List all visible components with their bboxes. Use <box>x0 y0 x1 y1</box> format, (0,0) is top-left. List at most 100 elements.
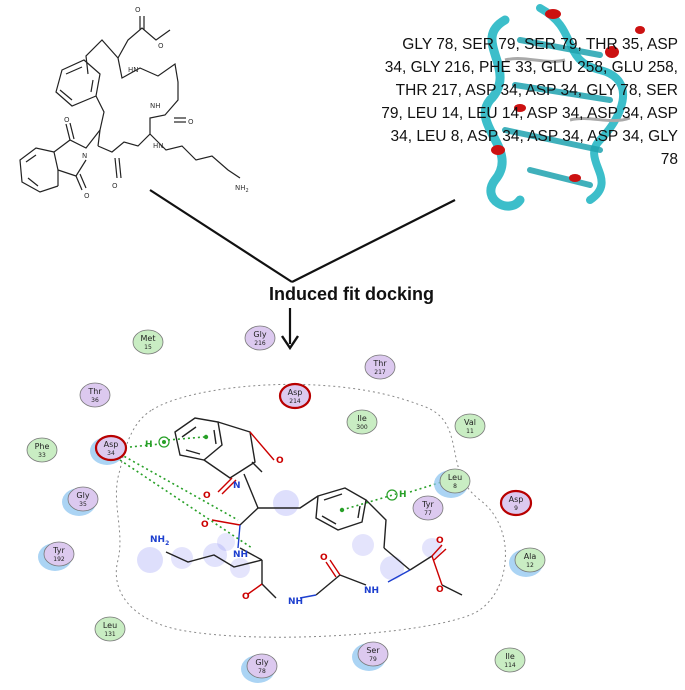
ligand-2d-o-label: O <box>64 116 70 124</box>
residue-number: 192 <box>53 556 65 563</box>
residue-name: Ile <box>357 414 367 423</box>
solvent-exposure-halos <box>137 490 442 580</box>
ligand-2d-o-label: O <box>112 182 118 190</box>
ligand-2d-nh-label: HN <box>128 66 139 74</box>
binding-pocket-outline <box>115 383 506 638</box>
residue-number: 36 <box>91 397 99 404</box>
residue-name: Tyr <box>52 546 65 555</box>
ligand-2d-amine-sub: 2 <box>246 188 249 194</box>
carbonyl-o-label: O <box>201 520 209 530</box>
residue-number: 34 <box>107 450 115 457</box>
residue-name: Leu <box>103 621 117 630</box>
residue-disc <box>43 541 75 567</box>
ligand-structure-2d <box>19 16 241 193</box>
residue-number: 33 <box>38 452 46 459</box>
ligand-2d-nh-label: HN <box>153 142 164 150</box>
residue-disc <box>94 616 126 642</box>
residue-disc <box>26 437 58 463</box>
residue-name: Gly <box>253 330 266 339</box>
residue-name: Ile <box>505 652 515 661</box>
ligand-2d-o-label: O <box>158 42 164 50</box>
residue-name: Thr <box>372 359 387 368</box>
residue-number: 15 <box>144 344 152 351</box>
method-label: Induced fit docking <box>269 284 434 304</box>
residue-number: 35 <box>79 501 87 508</box>
residue-number: 9 <box>514 505 518 512</box>
ligand-interaction-structure <box>165 417 463 599</box>
residue-name: Gly <box>255 658 268 667</box>
carbonyl-o-label: O <box>320 553 328 563</box>
residue-disc <box>346 409 378 435</box>
residue-number: 78 <box>258 668 266 675</box>
residue-name: Val <box>464 418 476 427</box>
ligand-2d-amine-label: NH <box>235 184 246 192</box>
ligand-2d-n-label: N <box>82 152 87 160</box>
residue-name: Leu <box>448 473 462 482</box>
atom-labels: NH2 NH N NH NH O O O O O O O <box>150 456 444 607</box>
residue-disc <box>412 495 444 521</box>
protein-ribbon <box>480 4 645 211</box>
carbonyl-o-label: O <box>242 592 250 602</box>
ligand-2d-nh-label: NH <box>150 102 161 110</box>
residue-name: Asp <box>104 440 119 449</box>
hydrogen-label: H <box>145 440 153 450</box>
residue-number: 12 <box>526 562 534 569</box>
residue-disc <box>67 486 99 512</box>
contact-residue-list: GLY 78, SER 79, SER 79, THR 35, ASP 34, … <box>381 36 678 168</box>
residue-name: Tyr <box>421 500 434 509</box>
residue-number: 216 <box>254 340 266 347</box>
ester-o-label: O <box>436 536 444 546</box>
carbonyl-o-label: O <box>203 491 211 501</box>
residue-disc <box>132 329 164 355</box>
residue-number: 114 <box>504 662 516 669</box>
residue-disc <box>499 489 533 517</box>
ligand-2d-o-label: O <box>188 118 194 126</box>
ester-o-label: O <box>436 585 444 595</box>
ligand-2d-o-label: O <box>135 6 141 14</box>
residue-name: Ala <box>524 552 537 561</box>
residue-name: Thr <box>87 387 102 396</box>
ligand-2d-o-label: O <box>84 192 90 200</box>
residue-disc <box>79 382 111 408</box>
carbonyl-o-label: O <box>276 456 284 466</box>
amine-nh-label: NH <box>364 586 379 596</box>
residue-disc <box>244 325 276 351</box>
residue-disc <box>278 382 312 410</box>
residue-number: 214 <box>289 398 301 405</box>
residue-disc <box>364 354 396 380</box>
residue-name: Asp <box>288 388 303 397</box>
residue-disc <box>94 434 128 462</box>
residue-number: 217 <box>374 369 386 376</box>
residue-name: Gly <box>76 491 89 500</box>
residue-name: Asp <box>509 495 524 504</box>
residue-disc <box>357 641 389 667</box>
residue-number: 77 <box>424 510 432 517</box>
svg-text:NH2: NH2 <box>235 184 249 194</box>
residue-disc <box>439 468 471 494</box>
residue-disc <box>514 547 546 573</box>
residue-name: Met <box>141 334 156 343</box>
residue-name: Ser <box>366 646 380 655</box>
residue-number: 300 <box>356 424 368 431</box>
residue-number: 11 <box>466 428 474 435</box>
